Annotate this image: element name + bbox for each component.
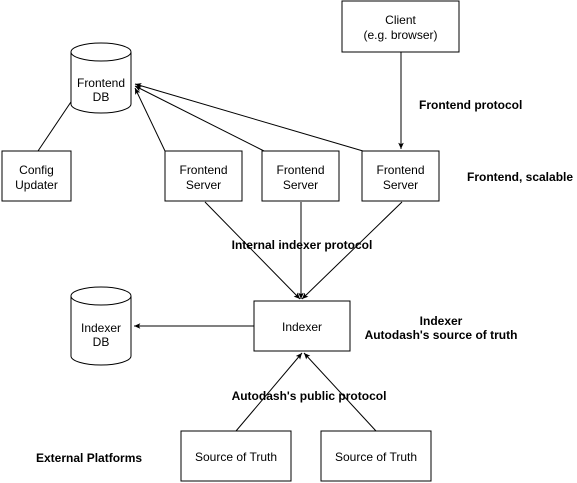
source-of-truth-1-box (180, 430, 292, 482)
indexer-db-node: Indexer DB (70, 286, 132, 366)
frontend-server-3-node: Frontend Server (361, 150, 440, 202)
frontend-db-label-line1: Frontend (77, 76, 125, 90)
frontend-server-2-box (261, 150, 340, 202)
edge-frontend-server-3-to-indexer (301, 201, 403, 300)
frontend-server-1-node: Frontend Server (164, 150, 243, 202)
edge-source-of-truth-1-to-indexer (235, 352, 303, 432)
edge-frontend-server-1-to-frontend-db (134, 87, 166, 152)
client-node: Client (e.g. browser) (341, 0, 460, 53)
frontend-db-body (70, 52, 132, 114)
frontend-db-node: Frontend DB (70, 42, 132, 114)
config-updater-label-line2: Updater (15, 178, 58, 192)
edge-frontend-server-2-to-frontend-db (134, 85, 265, 152)
external-platforms-label: External Platforms (36, 451, 142, 465)
public-protocol-label: Autodash's public protocol (232, 389, 387, 403)
indexer-db-label-line2: DB (93, 335, 110, 349)
indexer-db-top (70, 286, 132, 306)
source-of-truth-2-box (320, 430, 432, 482)
indexer-label: Indexer (282, 320, 322, 334)
frontend-db-label-line2: DB (93, 90, 110, 104)
frontend-server-2-label-line1: Frontend (276, 163, 324, 177)
config-updater-box (1, 150, 72, 202)
frontend-server-3-label-line1: Frontend (376, 163, 424, 177)
client-label-line1: Client (385, 13, 416, 27)
indexer-box (253, 300, 351, 352)
edge-frontend-server-3-to-frontend-db (134, 83, 364, 152)
indexer-title-label: Indexer (420, 314, 463, 328)
config-updater-label-line1: Config (19, 163, 54, 177)
frontend-db-top (70, 42, 132, 62)
edge-source-of-truth-2-to-indexer (303, 352, 377, 432)
frontend-server-1-label-line2: Server (186, 178, 221, 192)
frontend-server-3-label-line2: Server (383, 178, 418, 192)
indexer-subtitle-label: Autodash's source of truth (365, 328, 518, 342)
indexer-db-label-line1: Indexer (81, 321, 121, 335)
frontend-server-3-box (361, 150, 440, 202)
source-of-truth-2-label: Source of Truth (335, 450, 417, 464)
source-of-truth-2-node: Source of Truth (320, 430, 432, 482)
edge-frontend-server-1-to-indexer (204, 201, 301, 300)
frontend-scalable-label: Frontend, scalable (467, 170, 573, 184)
indexer-db-body (70, 296, 132, 366)
frontend-server-2-label-line2: Server (283, 178, 318, 192)
frontend-server-1-box (164, 150, 243, 202)
client-box (341, 0, 460, 53)
frontend-server-1-label-line1: Frontend (179, 163, 227, 177)
internal-indexer-protocol-label: Internal indexer protocol (232, 238, 373, 252)
client-label-line2: (e.g. browser) (363, 28, 437, 42)
indexer-node: Indexer (253, 300, 351, 352)
frontend-protocol-label: Frontend protocol (419, 98, 522, 112)
frontend-server-2-node: Frontend Server (261, 150, 340, 202)
source-of-truth-1-node: Source of Truth (180, 430, 292, 482)
source-of-truth-1-label: Source of Truth (195, 450, 277, 464)
edges (37, 52, 404, 432)
config-updater-node: Config Updater (1, 150, 72, 202)
